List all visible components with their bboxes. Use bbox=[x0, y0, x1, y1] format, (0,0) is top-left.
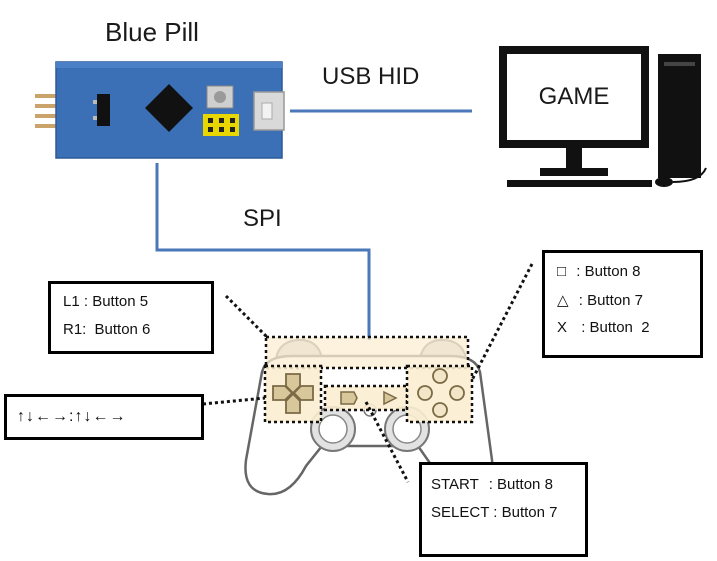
mapping-value: Button 5 bbox=[92, 293, 149, 310]
mapping-value: Button 8 bbox=[497, 476, 553, 493]
mapping-key: L1 bbox=[63, 293, 80, 310]
leader-face bbox=[470, 263, 534, 381]
mapping-key: START bbox=[431, 476, 479, 493]
computer-icon bbox=[499, 46, 707, 187]
pc-tower bbox=[658, 54, 701, 178]
shoulder-highlight bbox=[264, 335, 470, 370]
mapping-row-select: SELECT : Button 7 bbox=[431, 504, 558, 521]
regulator-chip bbox=[97, 94, 110, 126]
face-mapping-box: □ : Button 8 △ : Button 7 X : Button 2 bbox=[542, 250, 703, 358]
leader-shoulder bbox=[224, 294, 270, 340]
select-button bbox=[340, 391, 358, 405]
mapping-value: Button 6 bbox=[94, 321, 151, 338]
leader-dpad bbox=[202, 396, 266, 406]
dpad-mapping-text: ↑↓←→:↑↓←→ bbox=[17, 408, 127, 425]
dpad-mapping-box: ↑↓←→:↑↓←→ bbox=[4, 394, 204, 440]
mapping-value: Button 7 bbox=[501, 504, 558, 521]
screen-text: GAME bbox=[538, 83, 610, 110]
face-buttons bbox=[417, 368, 465, 418]
keyboard bbox=[507, 180, 652, 187]
start-select-mapping-box: START : Button 8 SELECT : Button 7 bbox=[419, 462, 588, 557]
board-title: Blue Pill bbox=[105, 17, 199, 47]
blue-pill-board bbox=[35, 61, 285, 159]
leader-lines bbox=[202, 263, 534, 483]
triangle-symbol: △ bbox=[557, 292, 569, 309]
usb-link-label: USB HID bbox=[322, 63, 420, 90]
mapping-row-start: START : Button 8 bbox=[431, 476, 553, 493]
mapping-row-triangle: △ : Button 7 bbox=[557, 291, 643, 309]
mapping-sep: : bbox=[578, 292, 583, 309]
mouse bbox=[655, 177, 673, 187]
start-button bbox=[383, 390, 398, 406]
mapping-value: Button 2 bbox=[589, 319, 650, 336]
mapping-row-r1: R1: Button 6 bbox=[63, 321, 150, 338]
mapping-value: Button 7 bbox=[587, 292, 643, 309]
mapping-key: SELECT bbox=[431, 504, 490, 521]
mapping-sep: : bbox=[576, 263, 581, 280]
spi-wire bbox=[155, 163, 371, 340]
dpad bbox=[272, 373, 314, 414]
cross-symbol: X bbox=[557, 319, 568, 336]
spi-link-label: SPI bbox=[243, 205, 282, 232]
shoulder-mapping-box: L1 : Button 5 R1: Button 6 bbox=[48, 281, 214, 354]
mapping-sep: : bbox=[488, 476, 493, 493]
mapping-sep: : bbox=[493, 504, 498, 521]
boot-jumpers bbox=[203, 114, 239, 136]
square-symbol: □ bbox=[557, 263, 567, 280]
mapping-value: Button 8 bbox=[584, 263, 641, 280]
mcu-chip bbox=[145, 84, 193, 132]
mapping-sep: : bbox=[581, 319, 586, 336]
mapping-key: R1: bbox=[63, 321, 87, 338]
mapping-row-cross: X : Button 2 bbox=[557, 319, 650, 336]
screen-text-wrap: GAME bbox=[507, 54, 641, 140]
usb-connector bbox=[253, 91, 285, 131]
game-controller bbox=[244, 335, 494, 496]
mapping-row-l1: L1 : Button 5 bbox=[63, 293, 148, 310]
mapping-sep: : bbox=[83, 293, 89, 310]
mapping-row-square: □ : Button 8 bbox=[557, 263, 640, 280]
